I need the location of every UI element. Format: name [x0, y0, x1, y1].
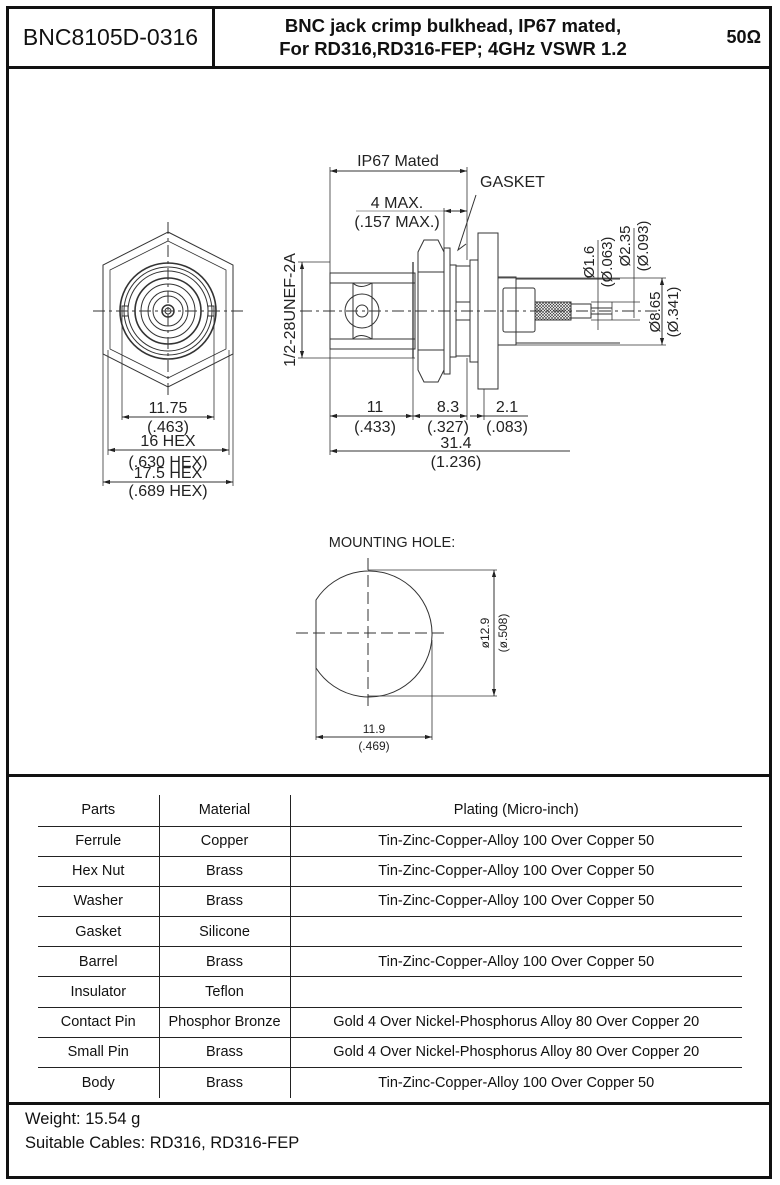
part-cell: Body: [38, 1066, 160, 1098]
plating-cell: [290, 916, 742, 947]
material-cell: Brass: [159, 1036, 291, 1068]
body-dia-in: (Ø.341): [665, 287, 682, 338]
len-b-in: (.327): [427, 419, 469, 436]
material-cell: Brass: [159, 855, 291, 887]
len-c: 2.1: [496, 399, 518, 416]
material-cell: Teflon: [159, 976, 291, 1008]
plating-cell: Gold 4 Over Nickel-Phosphorus Alloy 80 O…: [290, 1036, 742, 1068]
ferrule-dia-in: (Ø.093): [635, 221, 652, 272]
material-cell: Phosphor Bronze: [159, 1006, 291, 1038]
len-c-in: (.083): [486, 419, 528, 436]
header-parts: Parts: [38, 795, 160, 826]
header-plating: Plating (Micro-inch): [453, 802, 579, 819]
material-cell: Copper: [159, 825, 291, 857]
part-cell: Barrel: [38, 946, 160, 977]
crimp-ferrule: [502, 287, 536, 333]
d-hole-outline: [315, 570, 433, 698]
front-view: [93, 222, 245, 486]
weight: Weight: 15.54 g: [25, 1110, 141, 1128]
dim-hex1: 16 HEX: [140, 433, 195, 450]
plating-cell: Gold 4 Over Nickel-Phosphorus Alloy 80 O…: [290, 1006, 742, 1038]
dim-inner-in: (.463): [147, 419, 189, 436]
title-line-1: BNC jack crimp bulkhead, IP67 mated,: [284, 15, 622, 36]
max-thickness: 4 MAX.: [371, 195, 423, 212]
len-total-in: (1.236): [431, 454, 482, 471]
drawing-canvas: 11.75 (.463) 16 HEX (.630 HEX) 17.5 HEX …: [93, 153, 682, 753]
max-thickness-in: (.157 MAX.): [354, 214, 439, 231]
gasket-leader: [457, 194, 477, 252]
footer-notes: Weight: 15.54 g Suitable Cables: RD316, …: [25, 1107, 299, 1155]
impedance: 50Ω: [726, 27, 761, 47]
product-title: BNC jack crimp bulkhead, IP67 mated, For…: [218, 9, 688, 66]
pin-dia-in: (Ø.063): [599, 237, 616, 288]
dim-hex2-in: (.689 HEX): [128, 483, 207, 500]
len-a: 11: [367, 399, 384, 416]
plating-cell: Tin-Zinc-Copper-Alloy 100 Over Copper 50: [290, 946, 742, 977]
material-cell: Brass: [159, 1066, 291, 1098]
materials-table: Parts Material Plating (Micro-inch) Ferr…: [38, 795, 742, 1098]
dim-hex1-in: (.630 HEX): [128, 454, 207, 471]
plating-cell: Tin-Zinc-Copper-Alloy 100 Over Copper 50: [290, 1066, 742, 1098]
mh-dia: ø12.9: [478, 617, 492, 648]
mh-dia-in: (ø.508): [496, 614, 510, 653]
title-line-2: For RD316,RD316-FEP; 4GHz VSWR 1.2: [279, 38, 627, 59]
hex-nut: [417, 239, 445, 383]
plating-cell: [290, 976, 742, 1008]
materials-section: Parts Material Plating (Micro-inch) Ferr…: [9, 780, 769, 1105]
header-material: Material: [159, 795, 291, 826]
plating-cell: Tin-Zinc-Copper-Alloy 100 Over Copper 50: [290, 885, 742, 917]
spacer-top: [455, 265, 471, 303]
part-cell: Washer: [38, 885, 160, 917]
table-header-row: Parts Material Plating (Micro-inch): [38, 795, 742, 826]
part-cell: Contact Pin: [38, 1006, 160, 1038]
len-b: 8.3: [437, 399, 459, 416]
len-total: 31.4: [440, 435, 471, 452]
part-cell: Ferrule: [38, 825, 160, 857]
ferrule-dia: Ø2.35: [617, 226, 634, 267]
part-number: BNC8105D-0316: [9, 9, 215, 66]
ip67-label: IP67 Mated: [357, 153, 439, 170]
spacer-bottom: [455, 319, 471, 357]
side-view: [298, 167, 666, 455]
dim-hex2: 17.5 HEX: [134, 465, 203, 482]
suitable-cables: Suitable Cables: RD316, RD316-FEP: [25, 1134, 300, 1152]
thread-spec: 1/2-28UNEF-2A: [282, 253, 299, 367]
material-cell: Brass: [159, 885, 291, 917]
part-cell: Hex Nut: [38, 855, 160, 887]
part-cell: Small Pin: [38, 1036, 160, 1068]
plating-cell: Tin-Zinc-Copper-Alloy 100 Over Copper 50: [290, 825, 742, 857]
part-cell: Insulator: [38, 976, 160, 1008]
material-cell: Silicone: [159, 916, 291, 947]
plating-cell: Tin-Zinc-Copper-Alloy 100 Over Copper 50: [290, 855, 742, 887]
datasheet-frame: BNC8105D-0316 BNC jack crimp bulkhead, I…: [6, 6, 772, 1179]
part-cell: Gasket: [38, 916, 160, 947]
technical-drawing: 11.75 (.463) 16 HEX (.630 HEX) 17.5 HEX …: [9, 69, 769, 777]
mh-flat: 11.9: [363, 722, 386, 736]
len-a-in: (.433): [354, 419, 396, 436]
mounting-hole-label: MOUNTING HOLE:: [329, 535, 455, 551]
body-dia: Ø8.65: [647, 292, 664, 333]
pin-dia: Ø1.6: [581, 246, 598, 279]
material-cell: Brass: [159, 946, 291, 977]
mounting-hole-drawing: [296, 558, 497, 740]
gasket-label: GASKET: [480, 174, 545, 191]
dim-inner: 11.75: [149, 400, 188, 417]
header: BNC8105D-0316 BNC jack crimp bulkhead, I…: [9, 9, 769, 69]
mh-flat-in: (.469): [358, 739, 389, 753]
